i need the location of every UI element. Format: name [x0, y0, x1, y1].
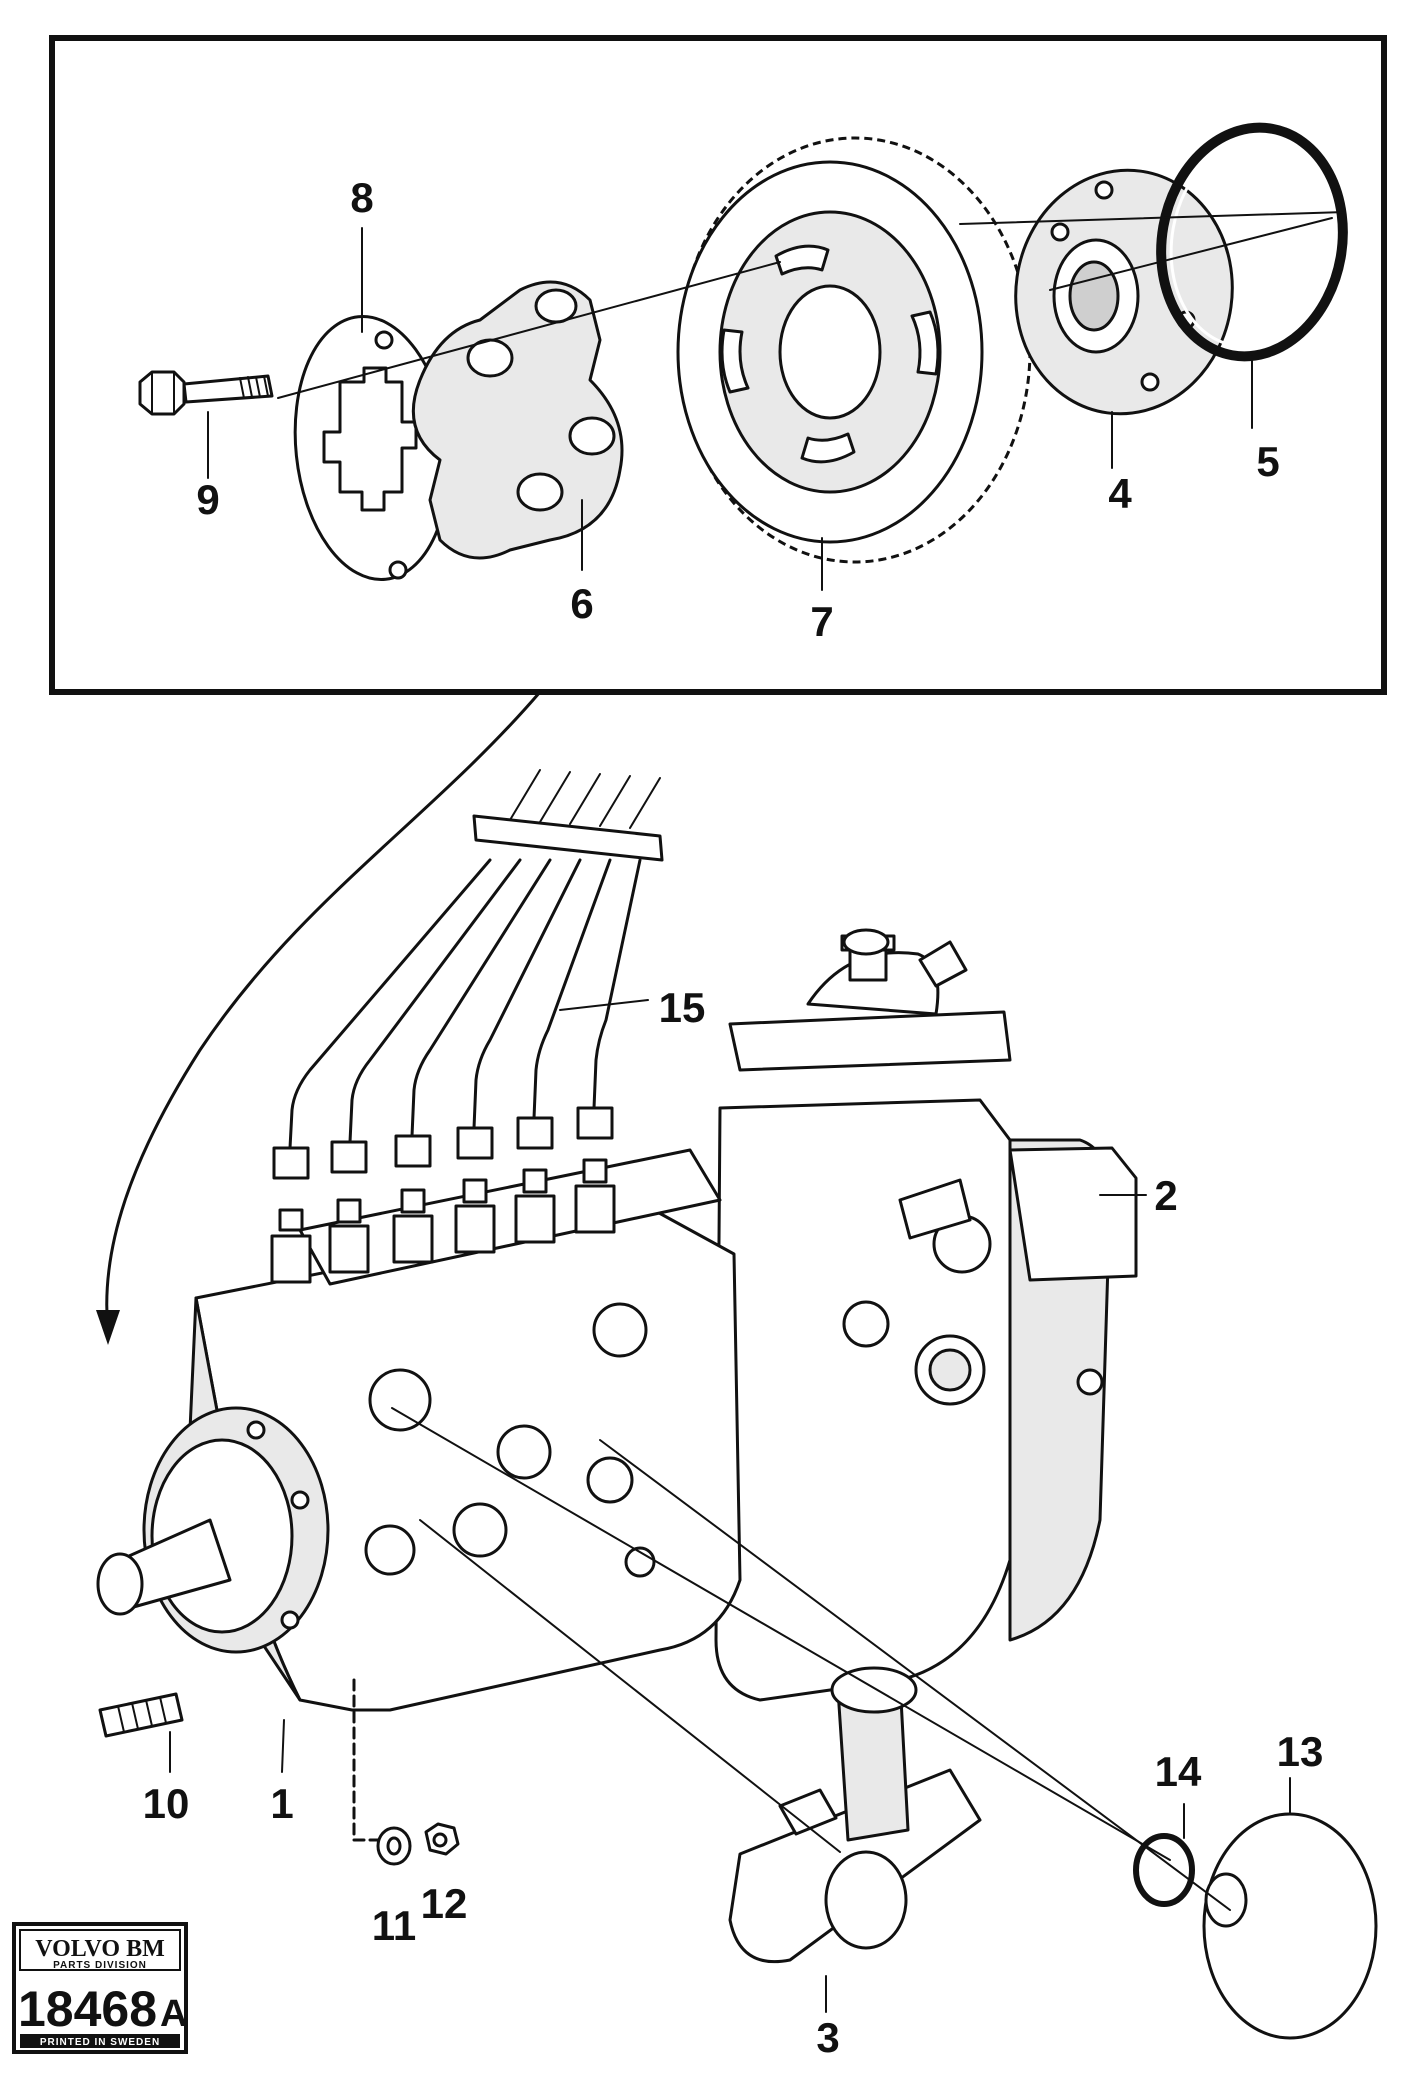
callout-12: 12 — [421, 1880, 468, 1927]
callout-8: 8 — [350, 174, 373, 221]
callout-7: 7 — [810, 598, 833, 645]
callout-6: 6 — [570, 580, 593, 627]
washer-nut-parts — [352, 1678, 460, 1866]
callout-14: 14 — [1155, 1748, 1202, 1795]
o-ring-part — [1156, 122, 1348, 362]
injection-pipes-part — [288, 769, 664, 1150]
volvo-bm-logo: VOLVO BM PARTS DIVISION 18468 A PRINTED … — [12, 1922, 188, 2054]
feed-pump-part — [728, 1666, 982, 1964]
callout-labels: 8 9 6 7 4 5 15 2 10 1 11 12 3 14 13 — [143, 174, 1324, 2061]
callout-2: 2 — [1154, 1172, 1177, 1219]
hub-part — [1014, 168, 1234, 416]
delivery-valves — [270, 1106, 616, 1284]
callout-5: 5 — [1256, 438, 1279, 485]
callout-11: 11 — [372, 1902, 416, 1949]
callout-15: 15 — [659, 984, 706, 1031]
sealing-washer-part — [1133, 1833, 1195, 1907]
logo-printed: PRINTED IN SWEDEN — [40, 2037, 160, 2048]
logo-suffix: A — [160, 1993, 187, 2035]
main-leader-lines — [169, 999, 1291, 2013]
logo-brand: VOLVO BM — [35, 1936, 165, 1962]
gear-part — [676, 136, 1032, 564]
coupling-part — [411, 280, 624, 560]
stud-part — [98, 1692, 184, 1738]
callout-9: 9 — [196, 476, 219, 523]
bolt-part — [138, 370, 274, 416]
logo-division: PARTS DIVISION — [53, 1960, 147, 1971]
governor-housing-part — [714, 928, 1138, 1702]
callout-1: 1 — [270, 1780, 293, 1827]
callout-10: 10 — [143, 1780, 190, 1827]
callout-3: 3 — [816, 2014, 839, 2061]
inset-leader-lines — [207, 211, 1346, 591]
cover-cap-part — [1202, 1812, 1378, 2040]
front-flange-part — [96, 1406, 330, 1654]
callout-13: 13 — [1277, 1728, 1324, 1775]
logo-number: 18468 — [18, 1981, 157, 2037]
callout-4: 4 — [1108, 470, 1132, 517]
